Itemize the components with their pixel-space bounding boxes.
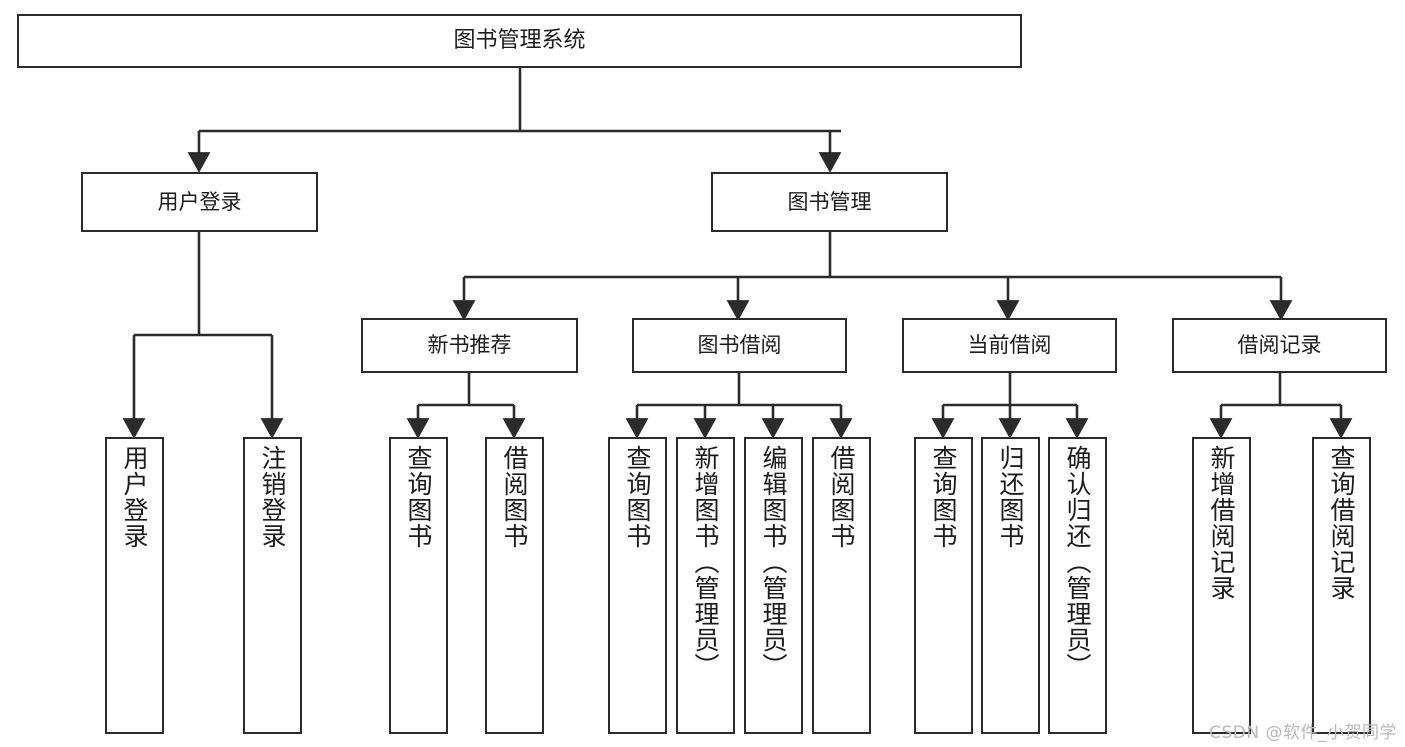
node-user-login[interactable]: 用户登录: [81, 172, 318, 232]
leaf-return-book[interactable]: 归还图书: [981, 437, 1040, 734]
node-label: 编辑图书（管理员）: [759, 445, 788, 679]
node-label: 用户登录: [157, 189, 242, 214]
leaf-query-book-borrow[interactable]: 查询图书: [608, 437, 667, 734]
leaf-query-book-new[interactable]: 查询图书: [389, 437, 448, 734]
leaf-query-borrow-record[interactable]: 查询借阅记录: [1312, 437, 1371, 734]
node-label: 用户登录: [120, 445, 149, 549]
node-label: 查询图书: [404, 445, 433, 549]
node-label: 新增图书（管理员）: [691, 445, 720, 679]
node-label: 注销登录: [258, 445, 287, 549]
node-current-borrow[interactable]: 当前借阅: [902, 318, 1117, 373]
leaf-add-book-admin[interactable]: 新增图书（管理员）: [676, 437, 735, 734]
leaf-borrow-book[interactable]: 借阅图书: [812, 437, 871, 734]
node-label: 查询图书: [929, 445, 958, 549]
node-label: 确认归还（管理员）: [1063, 445, 1092, 679]
leaf-confirm-return-admin[interactable]: 确认归还（管理员）: [1048, 437, 1107, 734]
node-label: 图书管理系统: [453, 28, 586, 54]
node-label: 借阅记录: [1237, 333, 1322, 358]
node-book-management[interactable]: 图书管理: [711, 172, 948, 232]
node-label: 借阅图书: [827, 445, 856, 549]
leaf-borrow-book-new[interactable]: 借阅图书: [485, 437, 544, 734]
node-label: 借阅图书: [500, 445, 529, 549]
node-book-management-system[interactable]: 图书管理系统: [17, 14, 1022, 68]
node-label: 图书管理: [787, 189, 872, 214]
leaf-logout[interactable]: 注销登录: [243, 437, 302, 734]
node-label: 新增借阅记录: [1207, 445, 1236, 601]
node-label: 新书推荐: [427, 333, 512, 358]
node-label: 归还图书: [996, 445, 1025, 549]
node-label: 查询图书: [623, 445, 652, 549]
node-label: 查询借阅记录: [1327, 445, 1356, 601]
node-label: 图书借阅: [697, 333, 782, 358]
leaf-user-login[interactable]: 用户登录: [105, 437, 164, 734]
node-book-borrow[interactable]: 图书借阅: [632, 318, 847, 373]
watermark-text: CSDN @软件_小贺同学: [1209, 723, 1397, 743]
node-new-book-recommend[interactable]: 新书推荐: [361, 318, 578, 373]
node-borrow-record[interactable]: 借阅记录: [1172, 318, 1387, 373]
leaf-edit-book-admin[interactable]: 编辑图书（管理员）: [744, 437, 803, 734]
leaf-add-borrow-record[interactable]: 新增借阅记录: [1192, 437, 1251, 734]
leaf-query-book-current[interactable]: 查询图书: [914, 437, 973, 734]
node-label: 当前借阅: [967, 333, 1052, 358]
